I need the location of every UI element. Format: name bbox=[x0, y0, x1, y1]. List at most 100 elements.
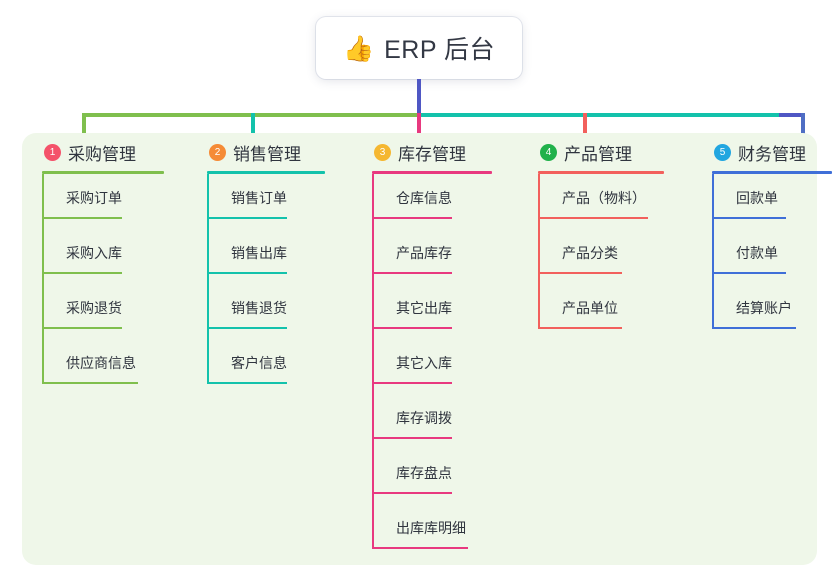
branch-item[interactable]: 采购入库 bbox=[42, 229, 202, 284]
branch-item-label: 客户信息 bbox=[231, 355, 287, 371]
branch-item[interactable]: 仓库信息 bbox=[372, 174, 537, 229]
branch-header-underline bbox=[207, 171, 325, 174]
branch-title: 库存管理 bbox=[398, 144, 466, 164]
branch-item-label: 销售退货 bbox=[231, 300, 287, 316]
branch-item-underline bbox=[712, 327, 796, 329]
branch-item-underline bbox=[372, 382, 452, 384]
branch-item-label: 付款单 bbox=[736, 245, 778, 261]
branch-item-underline bbox=[372, 272, 452, 274]
branch-column-3: 3 库存管理仓库信息产品库存其它出库其它入库库存调拨库存盘点出库库明细 bbox=[372, 133, 537, 559]
branch-rail-connector bbox=[207, 174, 209, 384]
root-stem-connector bbox=[417, 79, 421, 116]
branch-item[interactable]: 其它出库 bbox=[372, 284, 537, 339]
branch-items: 产品（物料） 产品分类产品单位 bbox=[538, 174, 710, 339]
bus-connector-green bbox=[82, 113, 419, 117]
branch-item[interactable]: 销售出库 bbox=[207, 229, 367, 284]
branch-title: 采购管理 bbox=[68, 144, 136, 164]
branch-rail-connector bbox=[42, 174, 44, 384]
branch-item-label: 采购退货 bbox=[66, 300, 122, 316]
branch-item-underline bbox=[207, 217, 287, 219]
branch-item-label: 库存盘点 bbox=[396, 465, 452, 481]
branch-item[interactable]: 付款单 bbox=[712, 229, 839, 284]
branch-item-underline bbox=[538, 217, 648, 219]
branch-item[interactable]: 采购订单 bbox=[42, 174, 202, 229]
branch-item-label: 出库库明细 bbox=[396, 520, 466, 536]
branch-number-badge: 5 bbox=[714, 143, 731, 161]
branch-rail-connector bbox=[538, 174, 540, 329]
branch-item[interactable]: 产品库存 bbox=[372, 229, 537, 284]
branch-item[interactable]: 库存调拨 bbox=[372, 394, 537, 449]
branch-item[interactable]: 其它入库 bbox=[372, 339, 537, 394]
branch-items: 回款单付款单结算账户 bbox=[712, 174, 839, 339]
branch-number-badge: 1 bbox=[44, 143, 61, 161]
branch-items: 采购订单采购入库采购退货供应商信息 bbox=[42, 174, 202, 394]
branch-item[interactable]: 销售退货 bbox=[207, 284, 367, 339]
branch-header-5[interactable]: 5 财务管理 bbox=[712, 133, 839, 171]
branch-rail-connector bbox=[372, 174, 374, 549]
branch-item-underline bbox=[207, 382, 287, 384]
branch-header-1[interactable]: 1 采购管理 bbox=[42, 133, 202, 171]
branch-item[interactable]: 产品（物料） bbox=[538, 174, 710, 229]
branch-items: 仓库信息产品库存其它出库其它入库库存调拨库存盘点出库库明细 bbox=[372, 174, 537, 559]
root-node-title: ERP 后台 bbox=[384, 36, 496, 64]
branch-item[interactable]: 采购退货 bbox=[42, 284, 202, 339]
branch-item[interactable]: 结算账户 bbox=[712, 284, 839, 339]
branch-item-underline bbox=[538, 272, 622, 274]
branch-item-label: 采购订单 bbox=[66, 190, 122, 206]
branch-header-3[interactable]: 3 库存管理 bbox=[372, 133, 537, 171]
branch-item-label: 供应商信息 bbox=[66, 355, 136, 371]
branch-item-label: 产品分类 bbox=[562, 245, 618, 261]
branch-item-underline bbox=[207, 327, 287, 329]
branch-number-badge: 3 bbox=[374, 143, 391, 161]
branch-item-label: 仓库信息 bbox=[396, 190, 452, 206]
branch-title: 财务管理 bbox=[738, 144, 806, 164]
branch-item-underline bbox=[207, 272, 287, 274]
branch-item-underline bbox=[42, 217, 122, 219]
branch-item-label: 产品库存 bbox=[396, 245, 452, 261]
branch-item-label: 销售订单 bbox=[231, 190, 287, 206]
branch-item-underline bbox=[372, 492, 452, 494]
branch-header-underline bbox=[372, 171, 492, 174]
branch-item-underline bbox=[372, 217, 452, 219]
branch-header-underline bbox=[42, 171, 164, 174]
branch-item[interactable]: 客户信息 bbox=[207, 339, 367, 394]
branch-item-underline bbox=[372, 437, 452, 439]
branch-item[interactable]: 回款单 bbox=[712, 174, 839, 229]
branch-item-underline bbox=[712, 217, 786, 219]
branch-header-underline bbox=[538, 171, 664, 174]
branch-item-underline bbox=[372, 547, 468, 549]
branch-item-underline bbox=[42, 382, 138, 384]
branch-item-label: 采购入库 bbox=[66, 245, 122, 261]
branch-item-underline bbox=[538, 327, 622, 329]
branch-item-label: 其它入库 bbox=[396, 355, 452, 371]
branch-item-label: 回款单 bbox=[736, 190, 778, 206]
branch-item[interactable]: 产品分类 bbox=[538, 229, 710, 284]
thumbs-up-icon: 👍 bbox=[342, 33, 375, 63]
branch-item-label: 结算账户 bbox=[736, 300, 792, 316]
root-node[interactable]: 👍 ERP 后台 bbox=[316, 17, 522, 79]
branch-item[interactable]: 销售订单 bbox=[207, 174, 367, 229]
branch-items: 销售订单销售出库销售退货客户信息 bbox=[207, 174, 367, 394]
branch-number-badge: 4 bbox=[540, 143, 557, 161]
branch-item-label: 销售出库 bbox=[231, 245, 287, 261]
branch-item-underline bbox=[42, 272, 122, 274]
bus-connector-teal bbox=[417, 113, 779, 117]
branch-header-underline bbox=[712, 171, 832, 174]
branch-item[interactable]: 产品单位 bbox=[538, 284, 710, 339]
branch-rail-connector bbox=[712, 174, 714, 329]
branch-number-badge: 2 bbox=[209, 143, 226, 161]
branch-item-underline bbox=[42, 327, 122, 329]
branch-item-underline bbox=[372, 327, 452, 329]
branch-item[interactable]: 库存盘点 bbox=[372, 449, 537, 504]
branch-item[interactable]: 供应商信息 bbox=[42, 339, 202, 394]
branch-column-1: 1 采购管理采购订单采购入库采购退货供应商信息 bbox=[42, 133, 202, 394]
branch-column-5: 5 财务管理回款单付款单结算账户 bbox=[712, 133, 839, 339]
branch-item[interactable]: 出库库明细 bbox=[372, 504, 537, 559]
branch-item-label: 其它出库 bbox=[396, 300, 452, 316]
